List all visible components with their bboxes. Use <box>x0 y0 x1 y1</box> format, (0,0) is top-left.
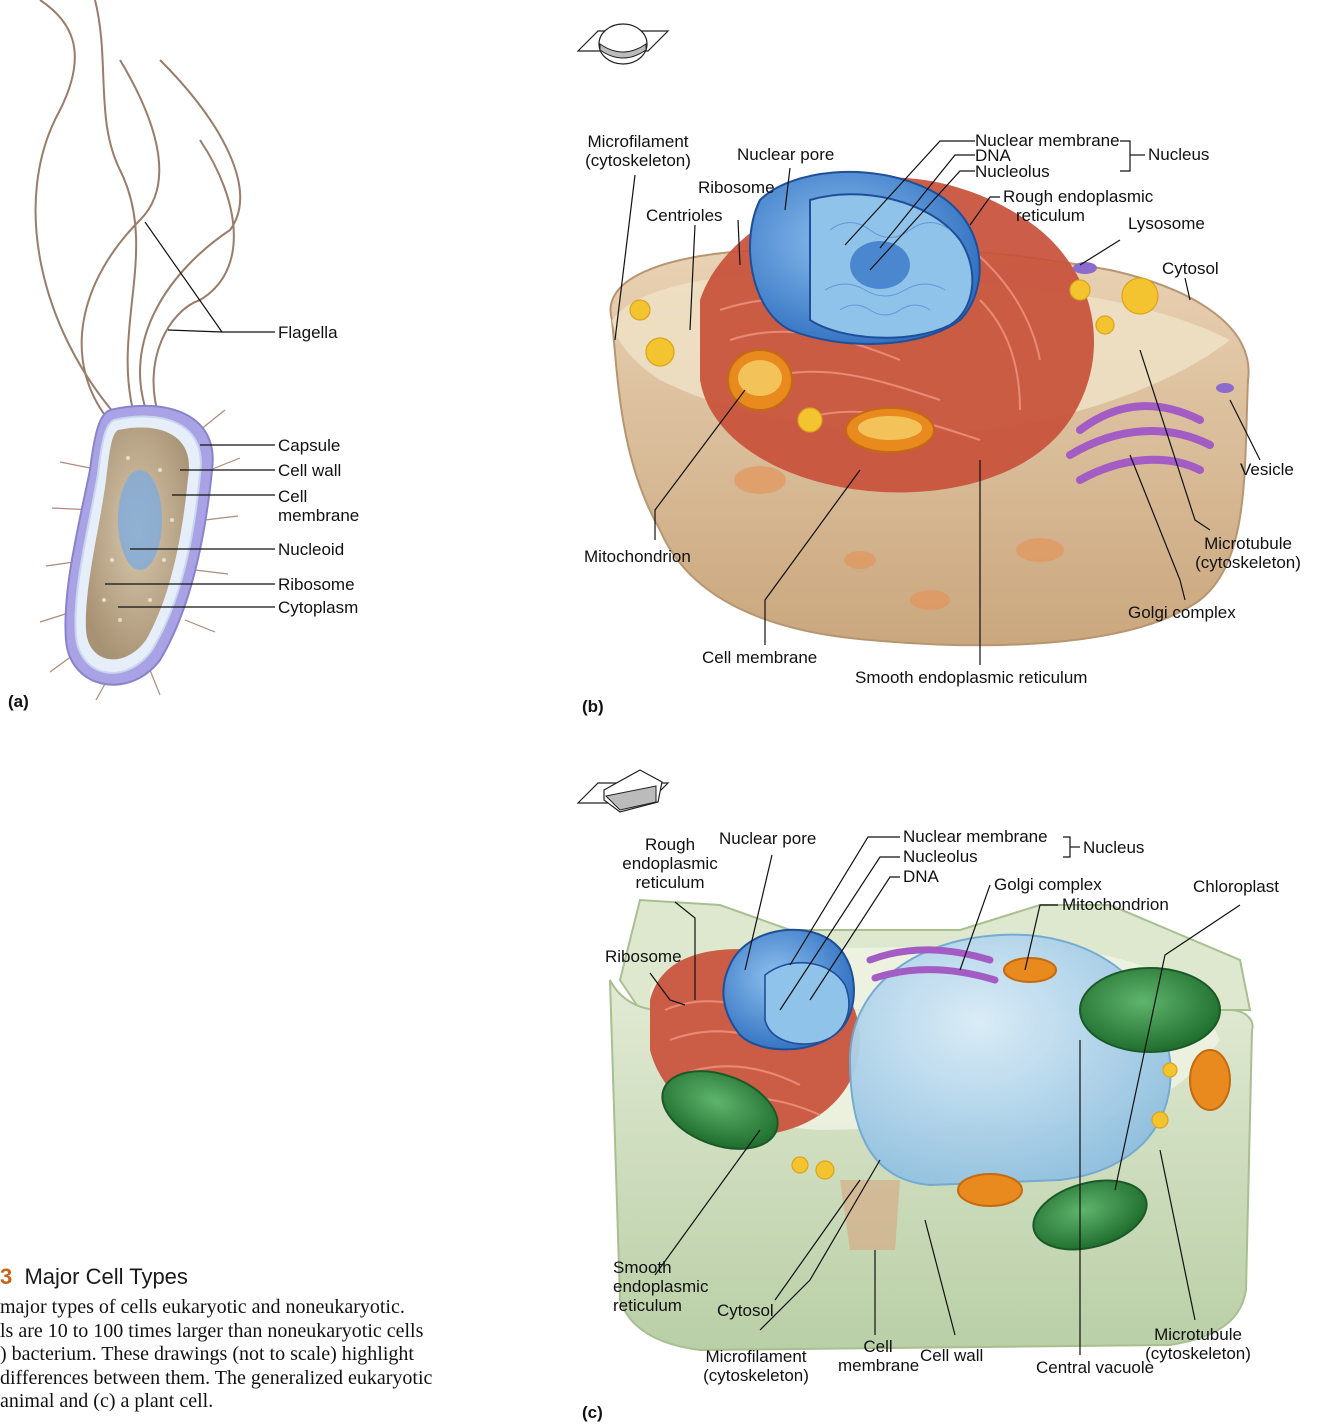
label-microtubule-c-line2: (cytoskeleton) <box>1135 1344 1261 1363</box>
label-vesicle-b: Vesicle <box>1240 460 1294 479</box>
label-nucleus-b: Nucleus <box>1148 145 1209 164</box>
label-nucleus-c: Nucleus <box>1083 838 1144 857</box>
figure-title: Major Cell Types <box>24 1264 187 1289</box>
animal-cell-illustration <box>578 24 1260 665</box>
label-smooth-er-b: Smooth endoplasmic reticulum <box>855 668 1087 687</box>
label-nucleoid: Nucleoid <box>278 540 344 559</box>
label-microfilament-b-line1: Microfilament <box>578 132 698 151</box>
label-rough-er-c-line3: reticulum <box>605 873 735 892</box>
label-mitochondrion-c: Mitochondrion <box>1062 895 1169 914</box>
label-ribosome: Ribosome <box>278 575 355 594</box>
label-lysosome-b: Lysosome <box>1128 214 1205 233</box>
label-microtubule-b-line1: Microtubule <box>1185 534 1311 553</box>
label-nuclear-pore-c: Nuclear pore <box>719 829 816 848</box>
label-golgi-b: Golgi complex <box>1128 603 1236 622</box>
label-microfilament-c-line2: (cytoskeleton) <box>693 1366 819 1385</box>
label-cell-membrane: Cell membrane <box>278 487 359 525</box>
caption-line-1: major types of cells eukaryotic and none… <box>0 1296 520 1320</box>
label-cell-membrane-c-line2: membrane <box>838 1356 918 1375</box>
label-smooth-er-c-line3: reticulum <box>613 1296 708 1315</box>
label-microfilament-b-line2: (cytoskeleton) <box>578 151 698 170</box>
label-cytosol-c: Cytosol <box>717 1301 774 1320</box>
label-rough-er-c-line1: Rough <box>605 835 735 854</box>
figure-caption-title: 3 Major Cell Types <box>0 1264 188 1290</box>
nucleoid-region <box>118 470 162 570</box>
label-centrioles-b: Centrioles <box>646 206 723 225</box>
orientation-icon-c <box>578 770 668 812</box>
label-microtubule-b-line2: (cytoskeleton) <box>1185 553 1311 572</box>
panel-letter-b: (b) <box>582 697 604 717</box>
bacterium-illustration <box>36 0 275 700</box>
label-nuclear-membrane-c: Nuclear membrane <box>903 827 1048 846</box>
label-cell-wall: Cell wall <box>278 461 341 480</box>
label-nucleolus-c: Nucleolus <box>903 847 978 866</box>
microfilament-web <box>840 1180 900 1250</box>
label-golgi-c: Golgi complex <box>994 875 1102 894</box>
label-chloroplast-c: Chloroplast <box>1193 877 1279 896</box>
nucleolus-blob <box>850 241 910 289</box>
label-ribosome-c: Ribosome <box>605 947 682 966</box>
label-cytosol-b: Cytosol <box>1162 259 1219 278</box>
label-rough-er-c-line2: endoplasmic <box>605 854 735 873</box>
figure-number: 3 <box>0 1264 12 1289</box>
caption-line-3: ) bacterium. These drawings (not to scal… <box>0 1343 520 1367</box>
label-microfilament-c-line1: Microfilament <box>693 1347 819 1366</box>
orientation-icon-b <box>578 24 668 64</box>
caption-line-2: ls are 10 to 100 times larger than noneu… <box>0 1320 520 1344</box>
panel-letter-c: (c) <box>582 1403 603 1423</box>
figure-caption-body: major types of cells eukaryotic and none… <box>0 1296 520 1414</box>
label-mitochondrion-b: Mitochondrion <box>584 547 691 566</box>
label-flagella: Flagella <box>278 323 338 342</box>
label-rough-er-c: Rough endoplasmic reticulum <box>605 835 735 892</box>
label-smooth-er-c-line2: endoplasmic <box>613 1277 708 1296</box>
label-cell-membrane-line2: membrane <box>278 506 359 525</box>
label-capsule: Capsule <box>278 436 340 455</box>
caption-line-5: animal and (c) a plant cell. <box>0 1390 520 1414</box>
label-cytoplasm: Cytoplasm <box>278 598 358 617</box>
label-cell-wall-c: Cell wall <box>920 1346 983 1365</box>
label-microfilament-c: Microfilament (cytoskeleton) <box>693 1347 819 1385</box>
label-cell-membrane-c-line1: Cell <box>838 1337 918 1356</box>
label-smooth-er-c: Smooth endoplasmic reticulum <box>613 1258 708 1315</box>
label-rough-er-b-line1: Rough endoplasmic <box>1003 187 1153 206</box>
nucleus-cutaway-c <box>765 963 849 1044</box>
label-nucleolus-b: Nucleolus <box>975 162 1050 181</box>
label-microfilament-b: Microfilament (cytoskeleton) <box>578 132 698 170</box>
caption-line-4: differences between them. The generalize… <box>0 1367 520 1391</box>
flagella-strands <box>36 0 241 422</box>
label-cell-membrane-c: Cell membrane <box>838 1337 918 1375</box>
panel-letter-a: (a) <box>8 692 29 712</box>
label-microtubule-c: Microtubule (cytoskeleton) <box>1135 1325 1261 1363</box>
label-smooth-er-c-line1: Smooth <box>613 1258 708 1277</box>
label-ribosome-b: Ribosome <box>698 178 775 197</box>
label-microtubule-b: Microtubule (cytoskeleton) <box>1185 534 1311 572</box>
label-cell-membrane-b: Cell membrane <box>702 648 817 667</box>
label-microtubule-c-line1: Microtubule <box>1135 1325 1261 1344</box>
label-dna-c: DNA <box>903 867 939 886</box>
label-cell-membrane-line1: Cell <box>278 487 359 506</box>
label-nuclear-pore-b: Nuclear pore <box>737 145 834 164</box>
